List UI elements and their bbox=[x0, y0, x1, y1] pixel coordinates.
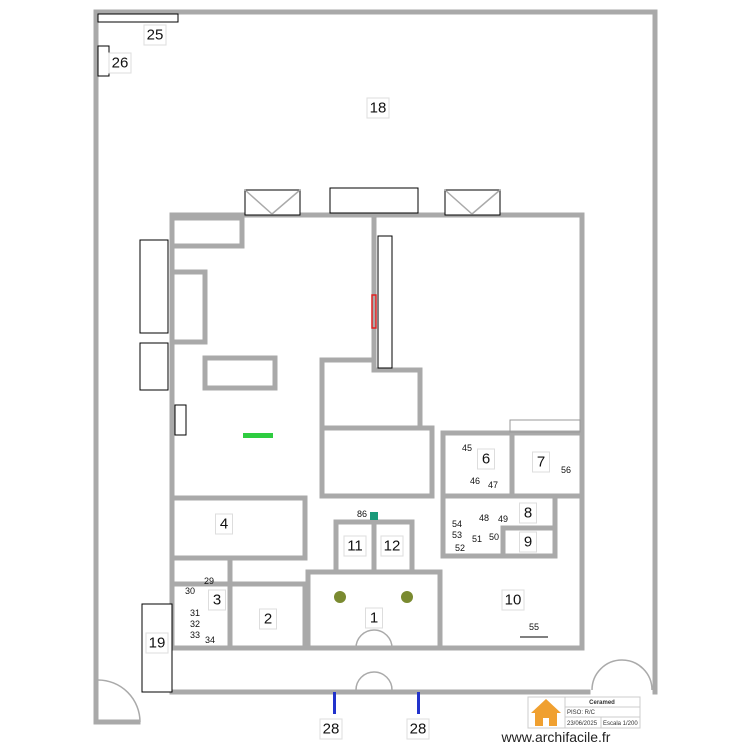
item-label-56: 56 bbox=[561, 465, 571, 475]
date-label: 23/06/2025 bbox=[567, 721, 598, 727]
watermark: www.archifacile.fr bbox=[501, 729, 611, 745]
room-number: 2 bbox=[264, 611, 272, 628]
room-number: 8 bbox=[524, 505, 532, 522]
shelf bbox=[377, 235, 393, 369]
room-label-26: 26 bbox=[108, 52, 132, 74]
room-number: 18 bbox=[370, 100, 387, 117]
project-name: Ceramed bbox=[589, 700, 615, 706]
item-label-34: 34 bbox=[205, 635, 215, 645]
item-label-53: 53 bbox=[452, 530, 462, 540]
room-number: 9 bbox=[524, 534, 532, 551]
item-label-52: 52 bbox=[455, 543, 465, 553]
window-top-1 bbox=[244, 189, 301, 216]
window-top-2 bbox=[329, 187, 419, 214]
room-number: 28 bbox=[410, 721, 427, 738]
room-number: 1 bbox=[370, 610, 378, 627]
room-number: 12 bbox=[384, 538, 401, 555]
item-label-46: 46 bbox=[470, 476, 480, 486]
item-label-55: 55 bbox=[529, 622, 539, 632]
room-label-28b: 28 bbox=[406, 718, 430, 740]
room-number: 6 bbox=[482, 451, 490, 468]
item-label-30: 30 bbox=[185, 586, 195, 596]
room-number: 25 bbox=[147, 27, 164, 44]
room-number: 11 bbox=[347, 538, 363, 555]
room-label-9: 9 bbox=[519, 531, 537, 553]
room-label-8: 8 bbox=[519, 502, 537, 524]
room-label-6: 6 bbox=[477, 448, 495, 470]
object-26 bbox=[97, 45, 110, 77]
item-label-49: 49 bbox=[498, 514, 508, 524]
room-label-4: 4 bbox=[215, 513, 233, 535]
container-2 bbox=[139, 342, 169, 391]
window-top-3 bbox=[444, 189, 501, 216]
scale-label: Escala 1/200 bbox=[603, 721, 638, 727]
title-block: Ceramed PISO: R/C 23/06/2025 Escala 1/20… bbox=[501, 696, 641, 745]
room-label-19: 19 bbox=[145, 632, 169, 654]
room-label-25: 25 bbox=[143, 24, 167, 46]
room-label-3: 3 bbox=[208, 589, 226, 611]
bench-25 bbox=[97, 13, 179, 23]
room-label-1: 1 bbox=[365, 607, 383, 629]
item-label-32: 32 bbox=[190, 619, 200, 629]
house-icon bbox=[531, 699, 561, 726]
room-number: 4 bbox=[220, 516, 228, 533]
item-label-86: 86 bbox=[357, 509, 367, 519]
room-number: 3 bbox=[213, 592, 221, 609]
site-walls bbox=[93, 9, 658, 725]
container-1 bbox=[139, 239, 169, 334]
item-label-47: 47 bbox=[488, 480, 498, 490]
room-label-2: 2 bbox=[259, 608, 277, 630]
item-label-29: 29 bbox=[204, 576, 214, 586]
room-label-12: 12 bbox=[380, 535, 404, 557]
room-label-18: 18 bbox=[366, 97, 390, 119]
item-label-48: 48 bbox=[479, 513, 489, 523]
item-label-50: 50 bbox=[489, 532, 499, 542]
fixtures bbox=[97, 13, 581, 714]
room-number: 26 bbox=[112, 55, 129, 72]
room-label-28a: 28 bbox=[319, 718, 343, 740]
room-label-10: 10 bbox=[501, 589, 525, 611]
item-label-51: 51 bbox=[472, 534, 482, 544]
room-label-7: 7 bbox=[532, 451, 550, 473]
room-number: 7 bbox=[537, 454, 545, 471]
item-label-54: 54 bbox=[452, 519, 462, 529]
item-label-33: 33 bbox=[190, 630, 200, 640]
floor-label: PISO: R/C bbox=[567, 710, 596, 716]
room-number: 10 bbox=[505, 592, 522, 609]
room-number: 28 bbox=[323, 721, 340, 738]
item-label-31: 31 bbox=[190, 608, 200, 618]
room-label-11: 11 bbox=[343, 535, 367, 557]
room-number: 19 bbox=[149, 635, 166, 652]
item-label-45: 45 bbox=[462, 443, 472, 453]
